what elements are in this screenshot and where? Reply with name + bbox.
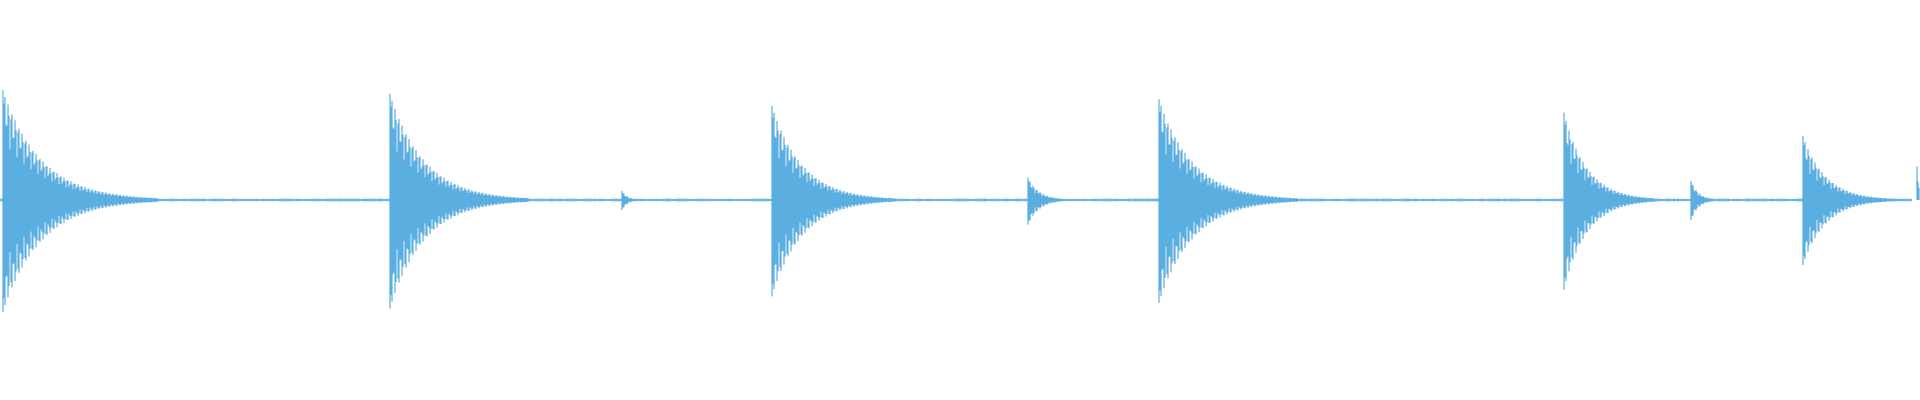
waveform-transient-1 xyxy=(2,90,158,312)
waveform-transients xyxy=(2,90,1920,312)
waveform-transient-9 xyxy=(1802,136,1896,265)
waveform-transient-3 xyxy=(621,191,635,211)
waveform-transient-4 xyxy=(771,105,896,297)
waveform-transient-6 xyxy=(1158,99,1298,304)
waveform-transient-2 xyxy=(389,93,529,309)
waveform-transient-5 xyxy=(1027,177,1065,225)
waveform-transient-10 xyxy=(1916,166,1920,200)
waveform-transient-8 xyxy=(1690,180,1714,221)
waveform-transient-7 xyxy=(1563,112,1657,290)
